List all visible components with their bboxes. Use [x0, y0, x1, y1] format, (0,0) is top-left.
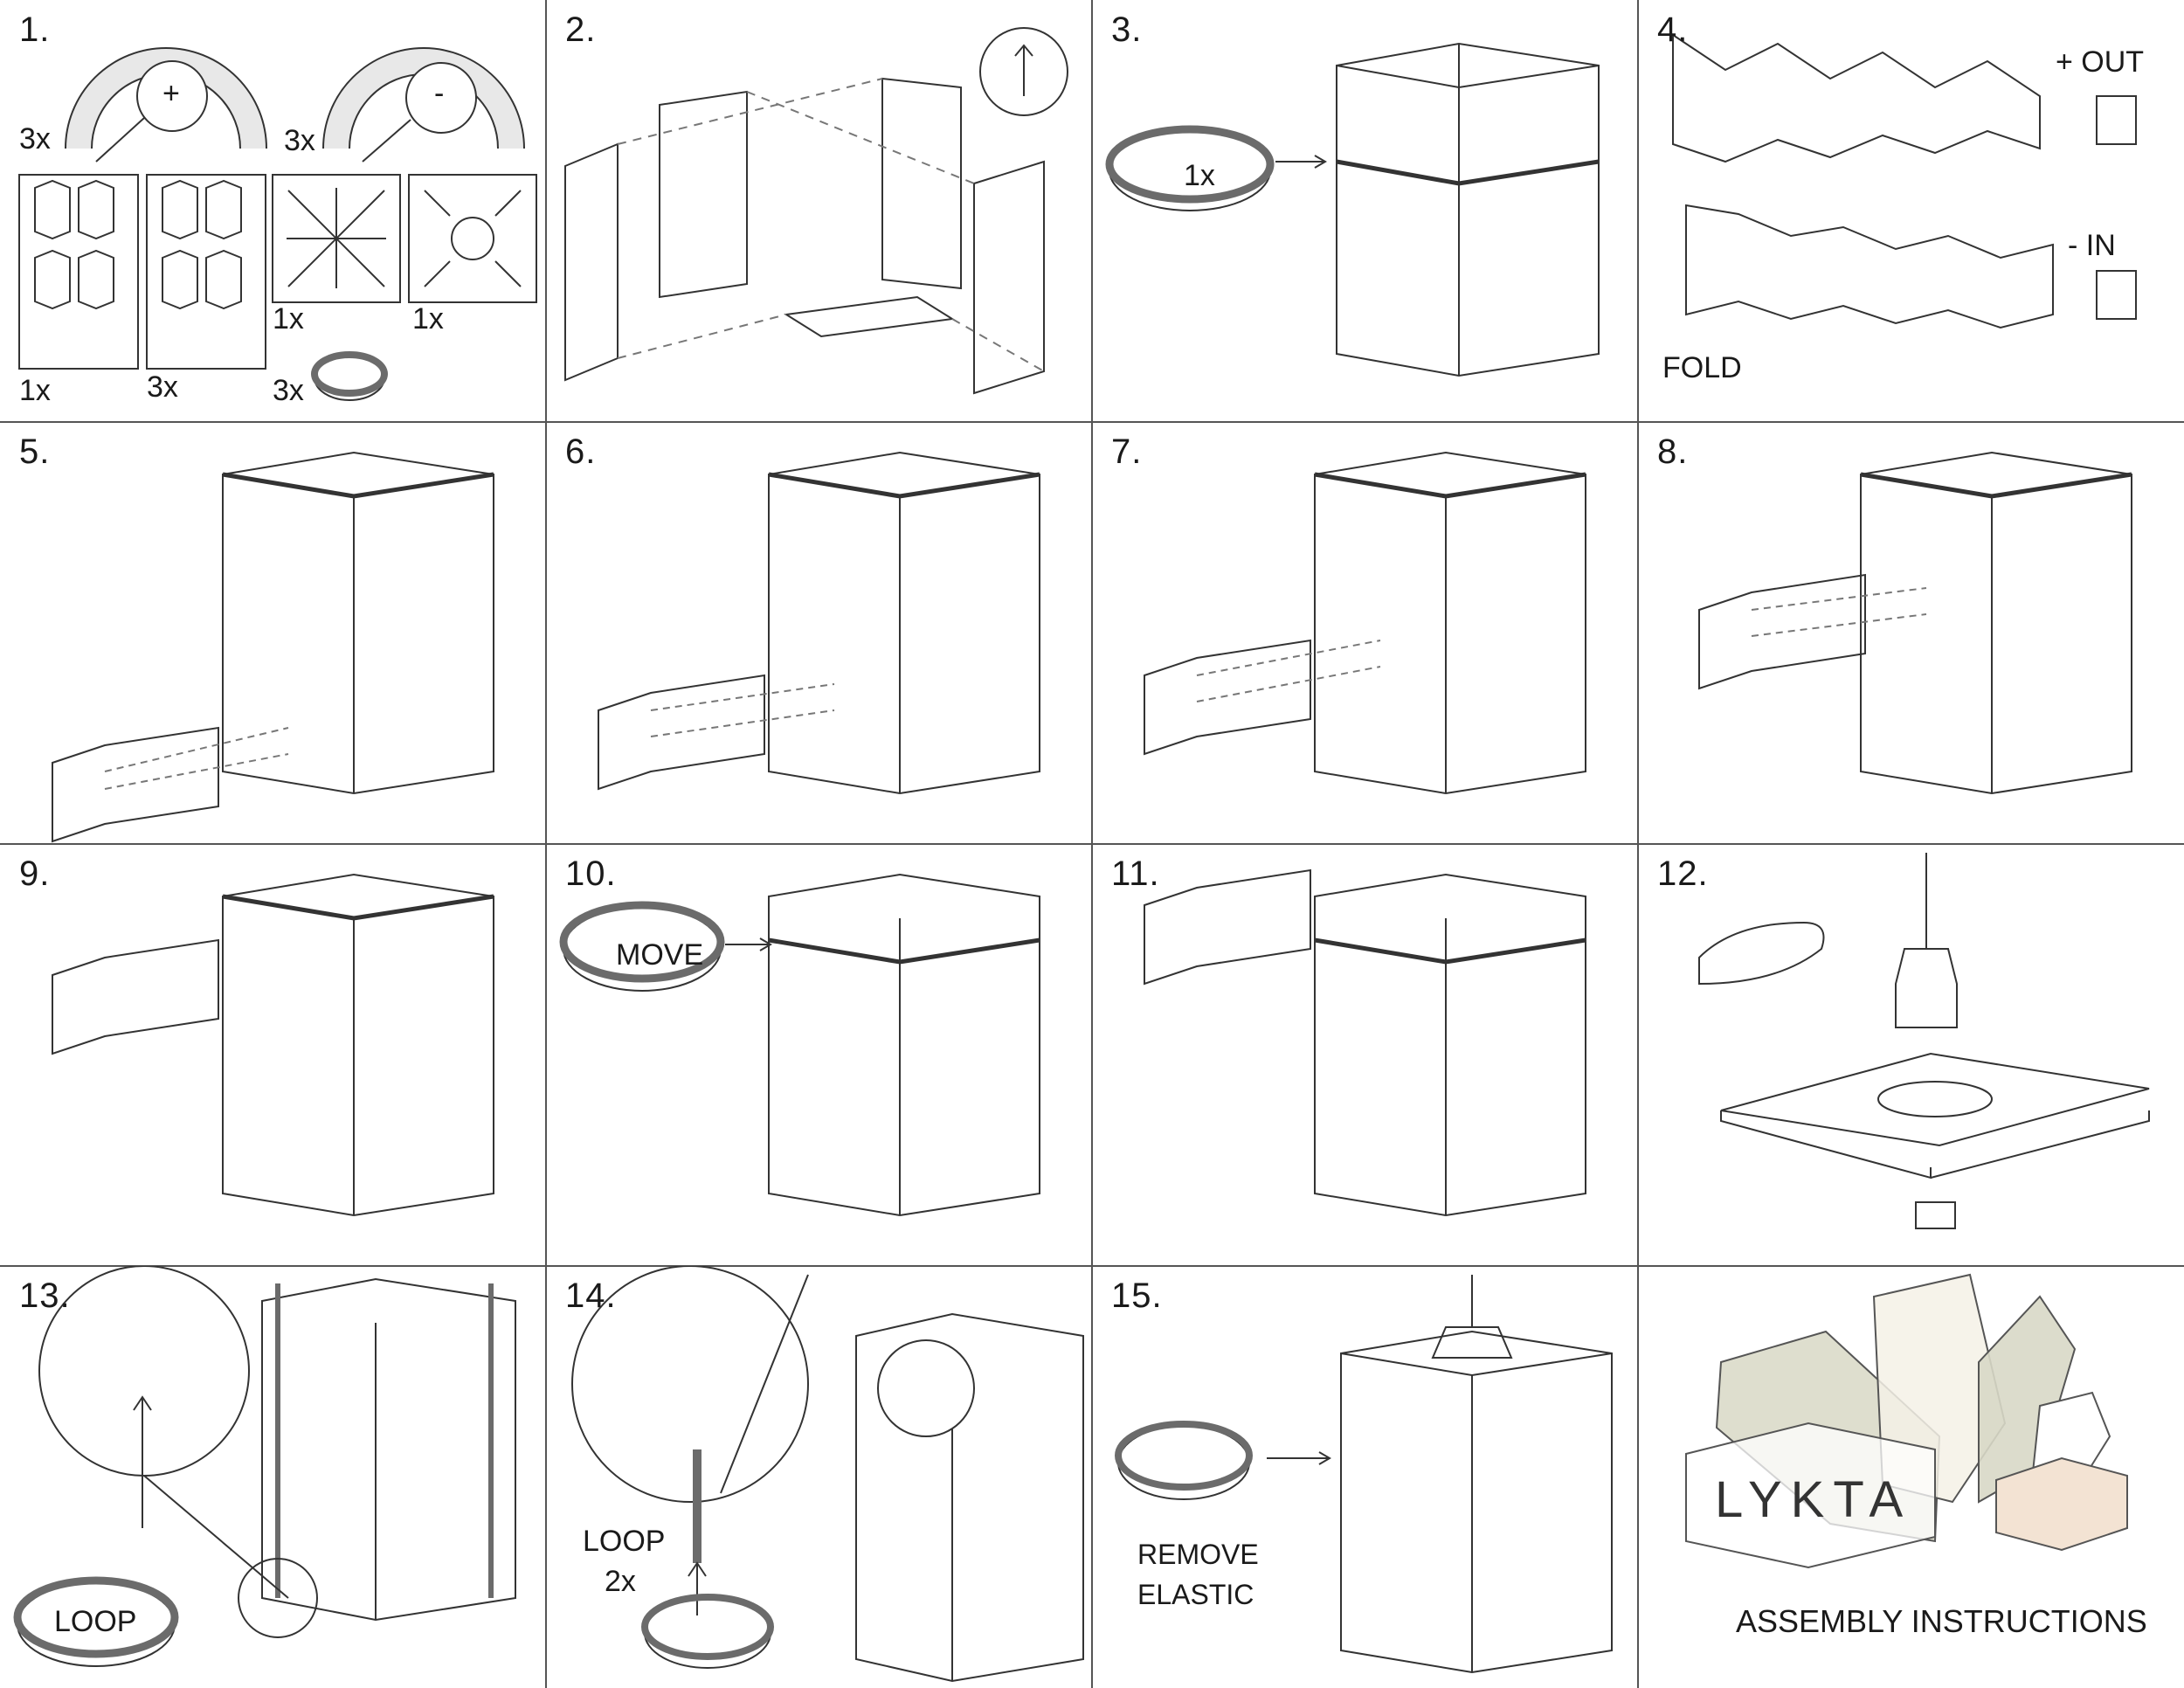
- step-number: 15.: [1111, 1276, 1163, 1315]
- logo-panel: LYKTA ASSEMBLY INSTRUCTIONS: [1638, 1266, 2184, 1688]
- step-11-drawing: [1144, 868, 1586, 1217]
- step-10-panel: 10. MOVE: [546, 844, 1092, 1266]
- step-3-panel: 3. 1x: [1092, 0, 1638, 422]
- step-15-drawing: [1115, 1275, 1613, 1674]
- step-15-panel: 15. REMOVE ELASTIC: [1092, 1266, 1638, 1688]
- step-number: 13.: [19, 1276, 71, 1315]
- step-number: 10.: [565, 854, 617, 893]
- elastic-count-label: 1x: [1184, 159, 1215, 192]
- base-a-count-label: 1x: [273, 302, 304, 336]
- step-12-panel: 12.: [1638, 844, 2184, 1266]
- panel-b-count-label: 3x: [147, 370, 178, 404]
- step-number: 2.: [565, 10, 597, 49]
- out-label: + OUT: [2056, 45, 2145, 79]
- assembly-instructions-caption: ASSEMBLY INSTRUCTIONS: [1736, 1603, 2147, 1639]
- elastic-label: ELASTIC: [1137, 1579, 1254, 1610]
- move-label: MOVE: [616, 938, 704, 972]
- arch-minus-count-label: 3x: [284, 124, 315, 157]
- step-4-fold-drawing: [1672, 33, 2137, 329]
- step-7-drawing: [1144, 451, 1586, 795]
- step-number: 3.: [1111, 10, 1143, 49]
- step-number: 5.: [19, 432, 51, 471]
- step-8-panel: 8.: [1638, 422, 2184, 844]
- step-13-panel: 13. LOOP: [0, 1266, 546, 1688]
- base-b-count-label: 1x: [412, 302, 444, 336]
- step-3-elastic-drawing: [1105, 42, 1600, 377]
- step-5-panel: 5.: [0, 422, 546, 844]
- step-1-parts-drawing: [18, 47, 537, 401]
- step-14-drawing: [571, 1266, 1084, 1683]
- grid-divider-h3: [0, 1265, 2184, 1267]
- step-7-panel: 7.: [1092, 422, 1638, 844]
- panel-a-count-label: 1x: [19, 374, 51, 407]
- grid-divider-h1: [0, 421, 2184, 423]
- step-number: 12.: [1657, 854, 1709, 893]
- step-number: 7.: [1111, 432, 1143, 471]
- step-11-panel: 11.: [1092, 844, 1638, 1266]
- step-13-drawing: [13, 1266, 516, 1667]
- step-number: 4.: [1657, 10, 1689, 49]
- step-12-drawing: [1698, 853, 2150, 1229]
- step-number: 6.: [565, 432, 597, 471]
- step-number: 14.: [565, 1276, 617, 1315]
- step-number: 11.: [1111, 854, 1160, 893]
- step-2-panel: 2.: [546, 0, 1092, 422]
- step-4-panel: 4. + OUT - IN FOLD: [1638, 0, 2184, 422]
- plus-sign-label: +: [162, 77, 180, 110]
- loop-label: LOOP: [54, 1605, 137, 1638]
- brand-logo-text: LYKTA: [1715, 1471, 1912, 1528]
- step-number: 9.: [19, 854, 51, 893]
- step-number: 1.: [19, 10, 51, 49]
- step-14-panel: 14. LOOP 2x: [546, 1266, 1092, 1688]
- elastic-count-label: 3x: [273, 374, 304, 407]
- remove-label: REMOVE: [1137, 1539, 1259, 1570]
- step-6-drawing: [598, 451, 1040, 795]
- step-6-panel: 6.: [546, 422, 1092, 844]
- minus-sign-label: -: [434, 77, 445, 110]
- step-1-panel: 1. + - 3x 3x 1x 3x 1x 1x 3x: [0, 0, 546, 422]
- grid-divider-h2: [0, 843, 2184, 845]
- fold-label: FOLD: [1662, 351, 1742, 384]
- arch-plus-count-label: 3x: [19, 122, 51, 156]
- step-2-walls-drawing: [564, 27, 1068, 395]
- step-10-drawing: [559, 873, 1040, 1217]
- step-9-drawing: [52, 873, 494, 1217]
- step-5-drawing: [52, 451, 494, 843]
- step-9-panel: 9.: [0, 844, 546, 1266]
- step-number: 8.: [1657, 432, 1689, 471]
- lykta-logo-graphic: [1685, 1273, 2128, 1569]
- loop-label: LOOP: [583, 1525, 666, 1558]
- step-8-drawing: [1698, 451, 2132, 795]
- in-label: - IN: [2068, 229, 2116, 262]
- loop-count-label: 2x: [605, 1565, 636, 1598]
